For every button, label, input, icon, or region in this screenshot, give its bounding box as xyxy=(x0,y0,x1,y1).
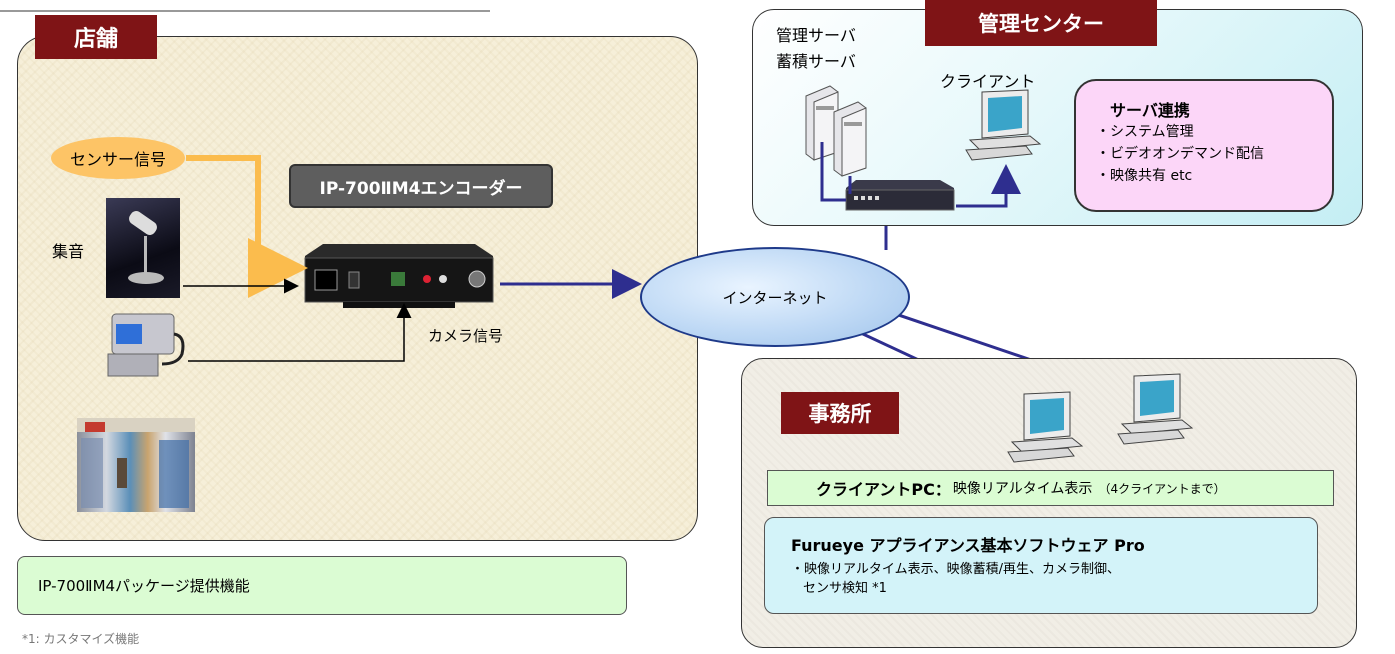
footnote: *1: カスタマイズ機能 xyxy=(22,632,140,646)
client-pc-note: （4クライアントまで） xyxy=(1098,481,1226,496)
software-line2: センサ検知 *1 xyxy=(803,581,887,596)
software-line1: ・映像リアルタイム表示、映像蓄積/再生、カメラ制御、 xyxy=(791,562,1120,577)
server-coop-box: サーバ連携 ・システム管理 ・ビデオオンデマンド配信 ・映像共有 etc xyxy=(1074,79,1334,212)
client-pc-icon xyxy=(1112,372,1196,450)
internet-cloud: インターネット xyxy=(640,247,910,347)
server-coop-title: サーバ連携 xyxy=(1110,101,1190,120)
store-photo-icon xyxy=(77,418,195,512)
client-pc-icon xyxy=(960,88,1044,166)
server-coop-item: ・映像共有 etc xyxy=(1096,168,1193,184)
header-rule xyxy=(0,10,490,12)
sensor-signal-label: センサー信号 xyxy=(51,137,185,179)
management-center-title: 管理センター xyxy=(925,0,1157,46)
software-box: Furueye アプライアンス基本ソフトウェア Pro ・映像リアルタイム表示、… xyxy=(764,517,1318,614)
encoder-label-box: IP-700ⅡM4エンコーダー xyxy=(289,164,553,208)
store-title: 店舗 xyxy=(35,15,157,59)
client-pc-icon xyxy=(1002,390,1086,468)
server-coop-item: ・ビデオオンデマンド配信 xyxy=(1096,146,1264,162)
server-coop-item: ・システム管理 xyxy=(1096,124,1194,140)
microphone-icon xyxy=(106,198,180,298)
client-pc-bold: クライアントPC： xyxy=(816,480,951,499)
office-title: 事務所 xyxy=(781,392,899,434)
software-title: Furueye アプライアンス基本ソフトウェア Pro xyxy=(791,536,1145,555)
package-bar: IP-700ⅡM4パッケージ提供機能 xyxy=(17,556,627,615)
camera-icon xyxy=(102,308,188,386)
audio-label: 集音 xyxy=(52,242,85,261)
server-label-line2: 蓄積サーバ xyxy=(776,52,856,71)
server-icon xyxy=(804,82,884,194)
camera-signal-label: カメラ信号 xyxy=(428,327,504,345)
server-label: 管理サーバ 蓄積サーバ xyxy=(776,23,856,75)
client-pc-text: 映像リアルタイム表示 xyxy=(952,481,1093,497)
client-pc-bar: クライアントPC： 映像リアルタイム表示 （4クライアントまで） xyxy=(767,470,1334,506)
server-label-line1: 管理サーバ xyxy=(776,26,856,45)
client-label: クライアント xyxy=(940,72,1036,91)
